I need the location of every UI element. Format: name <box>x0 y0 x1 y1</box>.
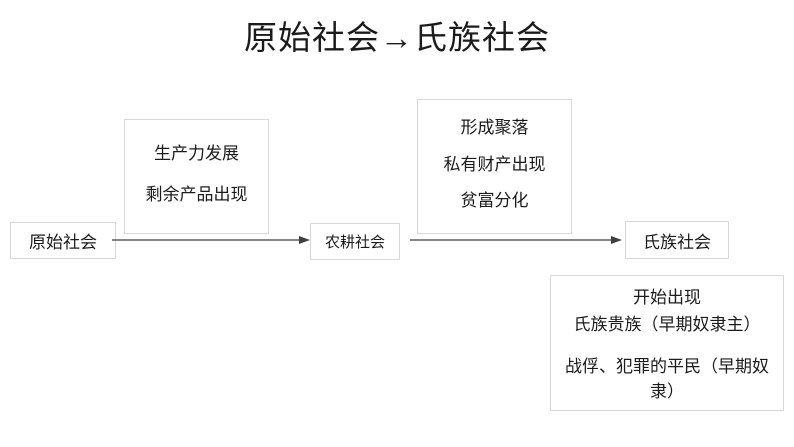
arrow-right-icon <box>112 236 310 244</box>
note-settlement-line-3: 贫富分化 <box>460 191 529 211</box>
node-clan-society[interactable]: 氏族社会 <box>625 221 729 259</box>
page-title: 原始社会→氏族社会 <box>244 21 550 57</box>
note-social-classes[interactable]: 开始出现 氏族贵族（早期奴隶主） 战俘、犯罪的平民（早期奴隶） <box>550 275 784 411</box>
note-productivity-line-2: 剩余产品出现 <box>145 185 248 204</box>
note-social-classes-heading: 开始出现 <box>633 288 701 307</box>
node-clan-society-label: 氏族社会 <box>643 232 711 252</box>
note-social-classes-line-2: 战俘、犯罪的平民（早期奴隶） <box>565 357 769 401</box>
node-farming-society-label: 农耕社会 <box>324 235 385 251</box>
arrow-right-icon <box>410 236 622 244</box>
note-social-classes-line-1: 氏族贵族（早期奴隶主） <box>573 315 761 334</box>
node-farming-society[interactable]: 农耕社会 <box>310 223 400 260</box>
arrow-primitive-to-farming <box>112 233 310 247</box>
note-settlement-line-1: 形成聚落 <box>460 117 529 137</box>
arrow-farming-to-clan <box>410 233 622 247</box>
note-productivity-line-1: 生产力发展 <box>154 144 239 163</box>
note-settlement[interactable]: 形成聚落 私有财产出现 贫富分化 <box>417 99 572 234</box>
note-settlement-line-2: 私有财产出现 <box>443 154 546 174</box>
note-productivity[interactable]: 生产力发展 剩余产品出现 <box>124 119 269 234</box>
node-primitive-society-label: 原始社会 <box>29 233 97 252</box>
node-primitive-society[interactable]: 原始社会 <box>10 222 116 259</box>
